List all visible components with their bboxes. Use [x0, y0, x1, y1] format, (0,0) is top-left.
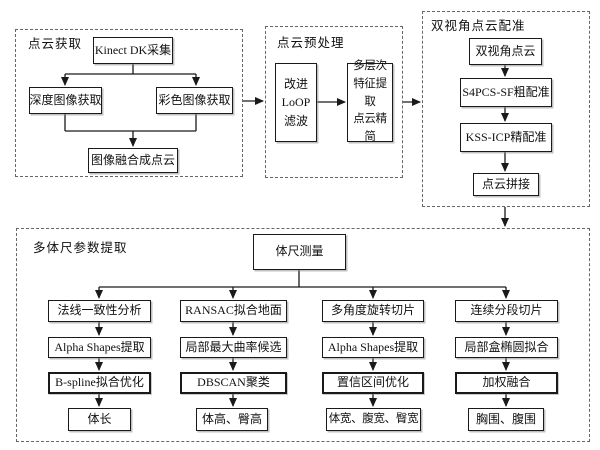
section-label-acquisition: 点云获取 — [28, 37, 83, 51]
node-continuous-segment-slicing: 连续分段切片 — [455, 300, 558, 322]
node-dual-view-point-cloud: 双视角点云 — [469, 38, 542, 65]
node-multilevel-feature-simplify: 多层次 特征提取 点云精简 — [347, 60, 393, 143]
section-label-registration: 双视角点云配准 — [431, 19, 526, 33]
node-weighted-fusion: 加权融合 — [455, 372, 558, 394]
section-point-cloud-preprocessing — [265, 26, 403, 178]
node-improved-loop-filter: 改进 LoOP 滤波 — [275, 63, 317, 142]
node-kss-icp-fine-registration: KSS-ICP精配准 — [460, 123, 552, 152]
node-confidence-interval-optimization: 置信区间优化 — [322, 372, 424, 394]
section-label-extraction: 多体尺参数提取 — [33, 241, 128, 255]
section-label-preprocessing: 点云预处理 — [277, 36, 345, 50]
section-point-cloud-acquisition — [15, 29, 243, 177]
node-result-body-hip-height: 体高、臀高 — [196, 408, 268, 431]
node-color-image-acquisition: 彩色图像获取 — [156, 87, 233, 114]
section-body-parameter-extraction — [16, 228, 590, 442]
node-normal-consistency-analysis: 法线一致性分析 — [48, 300, 151, 322]
node-result-girths: 胸围、腹围 — [468, 408, 544, 431]
node-multi-angle-rotational-slicing: 多角度旋转切片 — [322, 300, 424, 322]
node-alpha-shapes-extraction-1: Alpha Shapes提取 — [48, 337, 151, 358]
node-dbscan-clustering: DBSCAN聚类 — [180, 372, 287, 394]
node-point-cloud-stitching: 点云拼接 — [473, 173, 539, 196]
node-local-max-curvature-candidates: 局部最大曲率候选 — [180, 337, 287, 358]
node-depth-image-acquisition: 深度图像获取 — [29, 87, 102, 114]
node-result-widths: 体宽、腹宽、臀宽 — [326, 408, 421, 431]
node-result-body-length: 体长 — [68, 408, 131, 431]
node-kinect-dk-capture: Kinect DK采集 — [93, 37, 173, 64]
node-body-measurement: 体尺测量 — [253, 234, 346, 270]
node-ransac-ground-fitting: RANSAC拟合地面 — [180, 300, 287, 322]
section-dual-view-registration — [422, 11, 590, 207]
node-image-fusion-point-cloud: 图像融合成点云 — [88, 148, 178, 173]
node-bspline-fitting-optimization: B-spline拟合优化 — [48, 372, 151, 394]
node-local-box-ellipse-fitting: 局部盒椭圆拟合 — [455, 337, 558, 358]
connector-shafts — [64, 63, 506, 288]
node-alpha-shapes-extraction-2: Alpha Shapes提取 — [322, 337, 424, 358]
node-s4pcs-sf-coarse-registration: S4PCS-SF粗配准 — [460, 78, 552, 107]
